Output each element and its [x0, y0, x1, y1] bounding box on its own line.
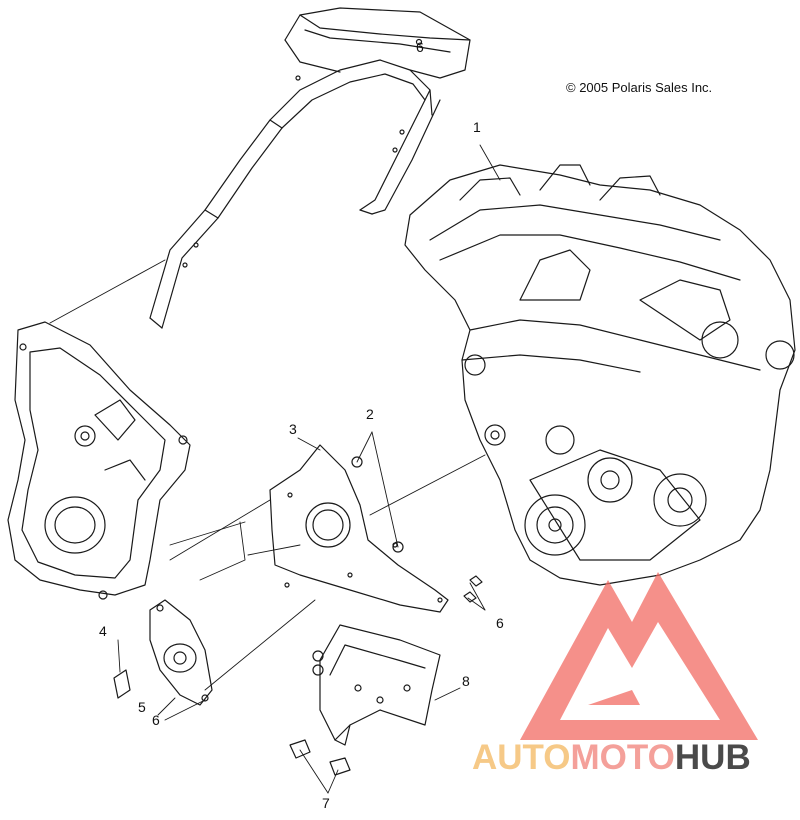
watermark-logo-icon: [520, 572, 758, 740]
callout-6-bracket: 6: [152, 712, 160, 728]
callout-6-frame: 6: [416, 39, 424, 55]
bracket-5: [149, 599, 213, 706]
copyright-notice: © 2005 Polaris Sales Inc.: [566, 80, 713, 95]
mounting-plate: [269, 444, 449, 613]
callout-3: 3: [289, 421, 297, 437]
callout-7: 7: [322, 795, 330, 811]
leader-lines: [49, 144, 501, 794]
watermark-moto: MOTO: [570, 738, 675, 777]
engine-assembly: [404, 164, 796, 586]
callout-6-fasteners: 6: [496, 615, 504, 631]
callout-5: 5: [138, 699, 146, 715]
watermark-hub: HUB: [674, 738, 751, 777]
fasteners: [113, 456, 483, 776]
watermark-auto: AUTO: [472, 738, 571, 777]
callout-1: 1: [473, 119, 481, 135]
callout-2: 2: [366, 406, 374, 422]
watermark-text: AUTOMOTOHUB: [472, 738, 751, 778]
callout-8: 8: [462, 673, 470, 689]
callout-4: 4: [99, 623, 107, 639]
front-cover: [7, 321, 191, 600]
engine-mount-frame: [149, 7, 471, 329]
bracket-8: [319, 624, 441, 746]
